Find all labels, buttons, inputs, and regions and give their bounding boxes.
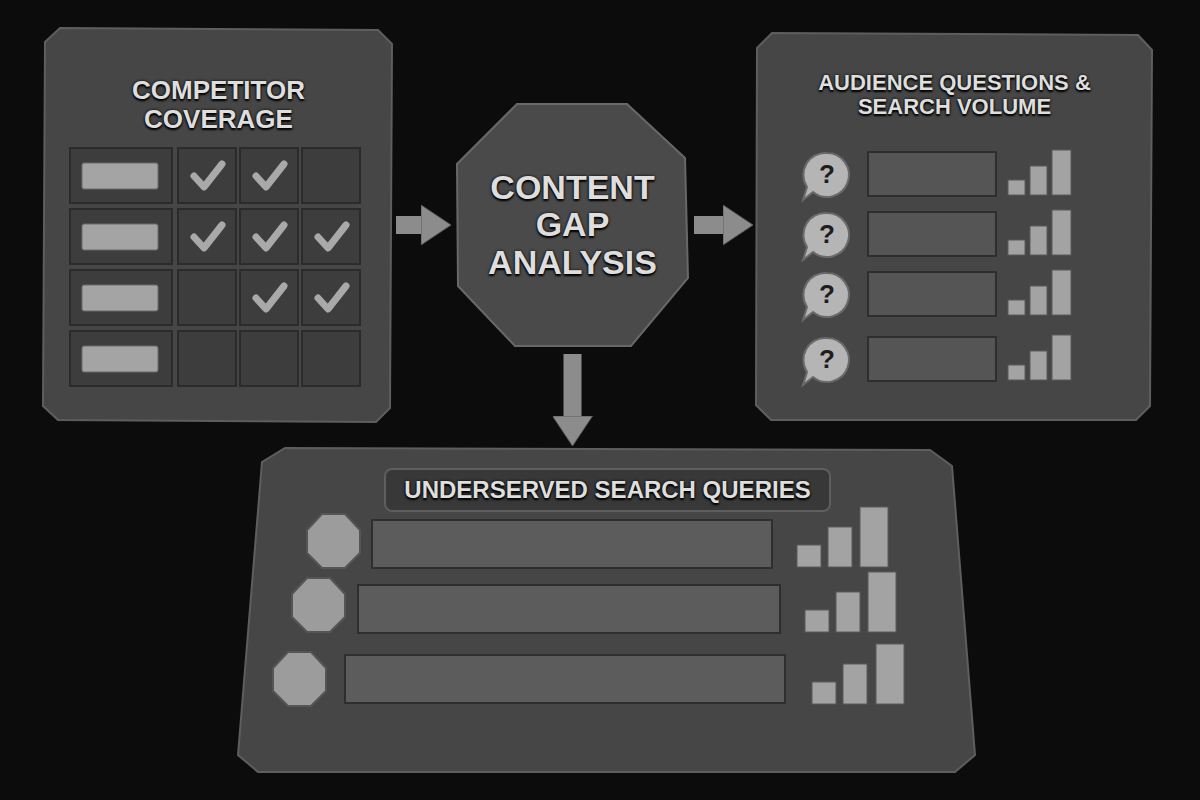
coverage-grid (70, 270, 172, 325)
row-label-bar (82, 163, 158, 189)
volume-bars (860, 507, 888, 567)
volume-bars (1052, 210, 1071, 255)
panel-shape (756, 33, 1152, 420)
volume-bars (1052, 270, 1071, 315)
volume-bars (1030, 166, 1047, 195)
panel-shape (238, 448, 975, 772)
coverage-grid (240, 331, 298, 386)
panel-box: COMPETITOR COVERAGE (45, 30, 392, 422)
volume-bars (1052, 335, 1071, 380)
checkmark (318, 286, 346, 309)
volume-bars (876, 644, 904, 704)
process-polygon: CONTENT GAP ANALYSIS (455, 100, 690, 350)
volume-bars (1030, 351, 1047, 380)
checkmark (194, 164, 222, 187)
volume-bars (1008, 180, 1025, 195)
panel-title: COMPETITOR COVERAGE (104, 76, 334, 133)
coverage-grid (302, 331, 360, 386)
volume-bars (836, 592, 860, 632)
query-bar (345, 520, 785, 703)
question-mark: ? (805, 212, 849, 256)
flow-arrow (564, 354, 582, 416)
panel-shape (43, 28, 392, 422)
volume-bars (797, 545, 821, 567)
checkmark (194, 164, 346, 309)
question-bar (868, 152, 996, 381)
panel-box: UNDERSERVED SEARCH QUERIES (240, 450, 975, 772)
query-bar (345, 655, 785, 703)
volume-bars (843, 664, 867, 704)
speech-bubble (803, 213, 849, 260)
panel-title: UNDERSERVED SEARCH QUERIES (384, 468, 830, 512)
volume-bars (828, 527, 852, 567)
query-bar (358, 585, 780, 633)
coverage-grid (70, 148, 172, 203)
query-gem (292, 578, 345, 632)
volume-bars (1030, 226, 1047, 255)
volume-bars (1008, 365, 1025, 380)
coverage-grid (302, 209, 360, 264)
coverage-grid (302, 270, 360, 325)
checkmark (194, 225, 222, 248)
query-gem (273, 652, 326, 706)
speech-bubble (803, 153, 849, 200)
question-bar (868, 272, 996, 316)
polygon-outline (457, 104, 688, 346)
row-label-bar (82, 163, 158, 372)
checkmark (256, 225, 284, 248)
row-label-bar (82, 346, 158, 372)
coverage-grid (70, 331, 172, 386)
coverage-grid (70, 209, 172, 264)
query-gem (307, 514, 360, 568)
volume-bars (812, 682, 836, 704)
panel-title: AUDIENCE QUESTIONS & SEARCH VOLUME (790, 71, 1120, 119)
query-bar (372, 520, 772, 568)
panel-shape (43, 28, 1152, 772)
checkmark (256, 164, 284, 187)
question-bar (868, 337, 996, 381)
volume-bars (805, 610, 829, 632)
volume-bars (1008, 240, 1025, 255)
volume-bars (868, 572, 896, 632)
panel-box: AUDIENCE QUESTIONS & SEARCH VOLUME (757, 35, 1152, 420)
question-mark: ? (805, 152, 849, 196)
volume-bars (1030, 286, 1047, 315)
question-mark: ? (805, 337, 849, 381)
process-label: CONTENT GAP ANALYSIS (478, 169, 668, 281)
coverage-grid (240, 270, 298, 325)
flow-arrow (396, 216, 421, 234)
coverage-grid (178, 209, 236, 264)
speech-bubble (803, 153, 849, 385)
speech-bubble (803, 273, 849, 320)
coverage-grid (178, 331, 236, 386)
speech-bubble (803, 338, 849, 385)
volume-bars (1008, 300, 1025, 315)
coverage-grid (70, 148, 360, 386)
coverage-grid (178, 270, 236, 325)
coverage-grid (240, 209, 298, 264)
coverage-grid (178, 148, 236, 203)
checkmark (256, 286, 284, 309)
row-label-bar (82, 224, 158, 250)
flow-arrow (694, 216, 723, 234)
volume-bars (797, 507, 904, 704)
coverage-grid (240, 148, 298, 203)
row-label-bar (82, 285, 158, 311)
volume-bars (1008, 150, 1071, 380)
checkmark (318, 225, 346, 248)
volume-bars (1052, 150, 1071, 195)
question-bar (868, 152, 996, 196)
question-bar (868, 212, 996, 256)
coverage-grid (302, 148, 360, 203)
question-mark: ? (805, 272, 849, 316)
